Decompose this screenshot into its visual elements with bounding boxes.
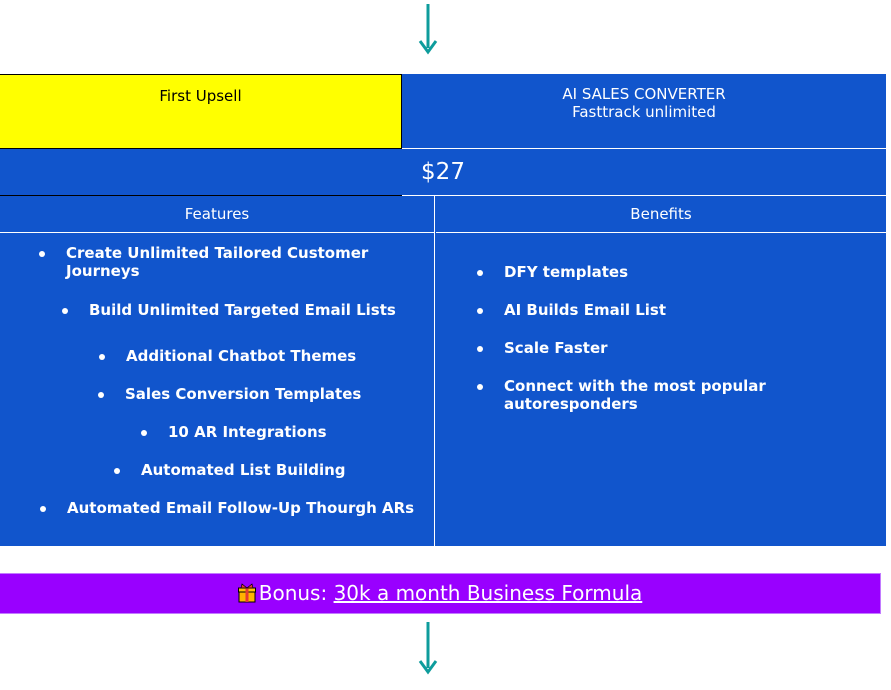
benefit-item: Scale Faster bbox=[477, 339, 608, 357]
upsell-table: First Upsell AI SALES CONVERTER Fasttrac… bbox=[0, 74, 886, 546]
benefit-item: AI Builds Email List bbox=[477, 301, 666, 319]
bullet-icon bbox=[99, 354, 105, 360]
benefits-list: DFY templates AI Builds Email List Scale… bbox=[436, 233, 886, 546]
bullet-icon bbox=[62, 308, 68, 314]
feature-text: Additional Chatbot Themes bbox=[126, 347, 357, 365]
bonus-prefix: Bonus: bbox=[258, 581, 328, 605]
price: $27 bbox=[421, 159, 465, 185]
bonus-link[interactable]: 30k a month Business Formula bbox=[333, 581, 643, 605]
features-header-label: Features bbox=[184, 205, 250, 223]
feature-text: Create Unlimited Tailored Customer Journ… bbox=[66, 244, 369, 280]
upsell-label-cell: First Upsell bbox=[0, 74, 402, 149]
divider bbox=[402, 195, 886, 196]
feature-item: Create Unlimited Tailored Customer Journ… bbox=[39, 244, 406, 280]
benefit-item: Connect with the most popular autorespon… bbox=[477, 377, 794, 413]
feature-item: Build Unlimited Targeted Email Lists bbox=[62, 301, 396, 319]
features-header: Features bbox=[0, 196, 435, 233]
gift-icon bbox=[237, 583, 256, 603]
bullet-icon bbox=[40, 506, 46, 512]
upsell-label: First Upsell bbox=[159, 87, 242, 105]
feature-text: Sales Conversion Templates bbox=[125, 385, 362, 403]
feature-text: 10 AR Integrations bbox=[168, 423, 327, 441]
feature-text: Automated List Building bbox=[141, 461, 346, 479]
feature-item: Additional Chatbot Themes bbox=[99, 347, 357, 365]
benefit-text: AI Builds Email List bbox=[504, 301, 666, 319]
feature-text: Automated Email Follow-Up Thourgh ARs bbox=[67, 499, 415, 517]
feature-item: Automated List Building bbox=[114, 461, 346, 479]
bullet-icon bbox=[98, 392, 104, 398]
down-arrow-icon bbox=[418, 622, 438, 675]
bullet-icon bbox=[477, 384, 483, 390]
benefit-text: DFY templates bbox=[504, 263, 629, 281]
feature-item: Automated Email Follow-Up Thourgh ARs bbox=[40, 499, 415, 517]
feature-item: 10 AR Integrations bbox=[141, 423, 327, 441]
bullet-icon bbox=[477, 308, 483, 314]
bullet-icon bbox=[39, 251, 45, 257]
benefit-item: DFY templates bbox=[477, 263, 629, 281]
bullet-icon bbox=[477, 270, 483, 276]
feature-text: Build Unlimited Targeted Email Lists bbox=[89, 301, 396, 319]
feature-item: Sales Conversion Templates bbox=[98, 385, 362, 403]
down-arrow-icon bbox=[418, 4, 438, 55]
divider bbox=[0, 195, 402, 196]
price-cell: $27 bbox=[0, 149, 886, 195]
benefit-text: Connect with the most popular autorespon… bbox=[504, 377, 766, 413]
product-name: AI SALES CONVERTER bbox=[562, 85, 726, 103]
benefits-header-label: Benefits bbox=[630, 205, 692, 223]
benefits-header: Benefits bbox=[436, 196, 886, 233]
bullet-icon bbox=[141, 430, 147, 436]
product-title-cell: AI SALES CONVERTER Fasttrack unlimited bbox=[402, 74, 886, 149]
product-variant: Fasttrack unlimited bbox=[572, 103, 716, 121]
benefit-text: Scale Faster bbox=[504, 339, 608, 357]
features-list: Create Unlimited Tailored Customer Journ… bbox=[0, 233, 435, 546]
bullet-icon bbox=[114, 468, 120, 474]
bonus-banner: Bonus: 30k a month Business Formula bbox=[0, 573, 881, 614]
bullet-icon bbox=[477, 346, 483, 352]
